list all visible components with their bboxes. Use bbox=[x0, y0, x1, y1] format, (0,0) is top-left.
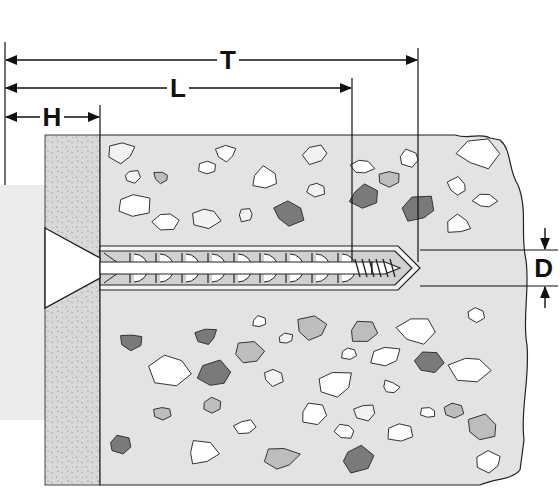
extension-lines bbox=[5, 42, 558, 286]
stone bbox=[197, 360, 230, 385]
stone bbox=[279, 333, 292, 343]
stone bbox=[236, 342, 265, 363]
dimension-label: L bbox=[167, 74, 189, 102]
stone bbox=[119, 195, 150, 217]
wall-face bbox=[0, 185, 45, 420]
stone bbox=[204, 397, 221, 413]
dimension-lines bbox=[6, 60, 545, 308]
thread-turn bbox=[383, 259, 388, 277]
stone bbox=[239, 209, 252, 222]
stone bbox=[477, 451, 500, 473]
stone bbox=[121, 335, 142, 351]
stone bbox=[349, 184, 377, 208]
dowel-body bbox=[100, 251, 412, 285]
stone bbox=[234, 420, 257, 434]
stone bbox=[354, 405, 375, 421]
stone bbox=[253, 166, 277, 188]
stone bbox=[298, 316, 327, 340]
stone bbox=[388, 424, 413, 441]
stone bbox=[352, 321, 378, 341]
stone bbox=[371, 347, 400, 365]
stone bbox=[456, 139, 500, 169]
stone bbox=[420, 408, 434, 418]
stone bbox=[149, 355, 192, 386]
stone bbox=[448, 358, 491, 382]
thread-turn bbox=[376, 259, 381, 277]
stone bbox=[152, 214, 179, 230]
stone bbox=[350, 160, 375, 173]
stone bbox=[265, 369, 284, 386]
stone bbox=[468, 414, 495, 440]
stone bbox=[264, 449, 300, 470]
stone bbox=[274, 201, 304, 226]
drill-hole bbox=[100, 246, 420, 290]
stone bbox=[400, 149, 418, 167]
stone bbox=[334, 424, 354, 438]
screw-thread bbox=[355, 259, 395, 277]
stone bbox=[343, 445, 374, 473]
stone bbox=[303, 403, 327, 425]
stone bbox=[447, 177, 465, 196]
thread-turn bbox=[390, 259, 395, 277]
stone bbox=[342, 348, 357, 359]
concrete-base bbox=[100, 135, 528, 485]
thread-turn bbox=[369, 259, 374, 277]
stone bbox=[302, 145, 327, 165]
stone bbox=[215, 145, 235, 162]
stone bbox=[193, 209, 222, 228]
stone bbox=[195, 329, 217, 344]
stone bbox=[396, 319, 435, 344]
stone bbox=[444, 403, 464, 418]
stone bbox=[379, 172, 399, 188]
screw-shank bbox=[100, 262, 372, 274]
dimension-label: H bbox=[40, 103, 65, 131]
stone bbox=[319, 373, 351, 398]
stone bbox=[414, 352, 444, 373]
thread-turn bbox=[362, 259, 367, 277]
stone bbox=[468, 308, 485, 323]
plaster-layer bbox=[45, 135, 100, 485]
stone bbox=[384, 380, 400, 393]
thread-turn bbox=[355, 259, 360, 277]
screw-head bbox=[45, 228, 100, 308]
stone bbox=[253, 316, 266, 327]
stone bbox=[199, 161, 216, 174]
dimension-label: T bbox=[217, 46, 239, 74]
stone bbox=[472, 194, 498, 207]
aggregate-stones bbox=[109, 139, 500, 473]
stone bbox=[111, 435, 131, 454]
stone bbox=[154, 408, 172, 420]
stone bbox=[448, 214, 471, 232]
stone bbox=[191, 441, 220, 464]
stone bbox=[109, 143, 135, 164]
dimension-label: D bbox=[531, 254, 556, 282]
stone bbox=[125, 171, 140, 184]
stone bbox=[307, 183, 325, 197]
stone bbox=[154, 172, 168, 183]
